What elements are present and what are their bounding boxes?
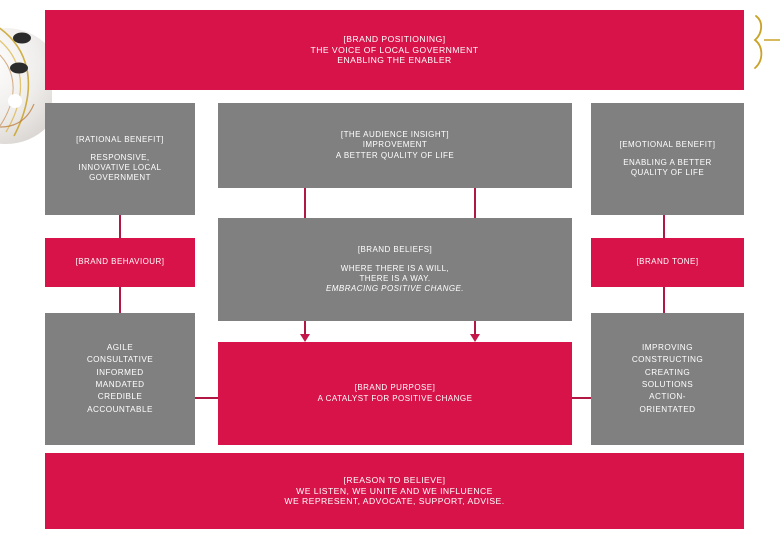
connector-behaviour-to-attributes [118,286,121,313]
audience-insight-line-1: IMPROVEMENT [362,140,428,150]
emotional-benefit-line-2: QUALITY OF LIFE [630,168,705,178]
rational-benefit-line-2: INNOVATIVE LOCAL [78,163,162,173]
tone-attribute-item: ACTION- [649,392,686,402]
audience-insight-label: [THE AUDIENCE INSIGHT] [340,130,450,140]
behaviour-attribute-item: CREDIBLE [97,392,143,402]
reason-to-believe-line-1: WE LISTEN, WE UNITE AND WE INFLUENCE [296,485,493,496]
node-behaviour-attributes[interactable]: AGILE CONSULTATIVE INFORMED MANDATED CRE… [45,313,195,445]
behaviour-attribute-item: AGILE [106,342,134,352]
rational-benefit-label: [RATIONAL BENEFIT] [76,134,164,144]
brand-beliefs-italic-line: EMBRACING POSITIVE CHANGE. [326,283,464,293]
emotional-benefit-line-1: ENABLING A BETTER [623,158,712,168]
brand-behaviour-label: [BRAND BEHAVIOUR] [75,257,165,267]
connector-insight-to-beliefs-left [304,166,307,218]
brand-purpose-label: [BRAND PURPOSE] [354,383,436,393]
connector-emotional-to-tone [663,213,666,238]
node-brand-behaviour[interactable]: [BRAND BEHAVIOUR] [45,238,195,287]
node-tone-attributes[interactable]: IMPROVING CONSTRUCTING CREATING SOLUTION… [591,313,744,445]
brand-purpose-line-1: A CATALYST FOR POSITIVE CHANGE [317,393,473,403]
tone-attribute-item: SOLUTIONS [641,380,694,389]
brand-tone-label: [BRAND TONE] [636,257,699,267]
brand-positioning-line-1: THE VOICE OF LOCAL GOVERNMENT [310,44,479,55]
tone-attribute-item: CONSTRUCTING [631,355,704,365]
behaviour-attribute-item: ACCOUNTABLE [87,404,153,414]
reason-to-believe-line-2: WE REPRESENT, ADVOCATE, SUPPORT, ADVISE. [284,496,505,507]
emotional-benefit-label: [EMOTIONAL BENEFIT] [619,139,716,149]
node-rational-benefit[interactable]: [RATIONAL BENEFIT] RESPONSIVE, INNOVATIV… [45,103,195,215]
brand-beliefs-line-1: WHERE THERE IS A WILL, [340,263,450,273]
behaviour-attribute-item: INFORMED [96,367,144,377]
connector-tone-to-attributes [663,286,666,313]
arrow-beliefs-to-purpose-right [469,334,480,342]
node-audience-insight[interactable]: [THE AUDIENCE INSIGHT] IMPROVEMENT A BET… [218,103,572,188]
node-brand-purpose[interactable]: [BRAND PURPOSE] A CATALYST FOR POSITIVE … [218,342,572,445]
node-emotional-benefit[interactable]: [EMOTIONAL BENEFIT] ENABLING A BETTER QU… [591,103,744,215]
connector-beliefs-to-purpose-left [304,320,307,339]
node-brand-beliefs[interactable]: [BRAND BELIEFS] WHERE THERE IS A WILL, T… [218,218,572,321]
tone-attribute-item: CREATING [644,367,691,377]
rational-benefit-line-1: RESPONSIVE, [90,153,150,163]
brand-beliefs-line-2: THERE IS A WAY. [359,273,431,283]
behaviour-attribute-item: CONSULTATIVE [86,355,154,365]
rational-benefit-line-3: GOVERNMENT [89,173,151,183]
connector-rational-to-behaviour [118,213,121,238]
node-brand-tone[interactable]: [BRAND TONE] [591,238,744,287]
tone-attribute-item: IMPROVING [642,342,693,352]
brand-positioning-label: [BRAND POSITIONING] [343,33,446,44]
arrow-beliefs-to-purpose-left [299,334,310,342]
node-reason-to-believe[interactable]: [REASON TO BELIEVE] WE LISTEN, WE UNITE … [45,453,744,529]
behaviour-attribute-item: MANDATED [95,380,145,389]
tone-attribute-item: ORIENTATED [639,404,696,414]
connector-insight-to-beliefs-right [474,166,477,218]
node-brand-positioning[interactable]: [BRAND POSITIONING] THE VOICE OF LOCAL G… [45,10,744,90]
brand-beliefs-label: [BRAND BELIEFS] [357,245,433,255]
connector-beliefs-to-purpose-right [474,320,477,339]
audience-insight-line-2: A BETTER QUALITY OF LIFE [335,150,455,160]
reason-to-believe-label: [REASON TO BELIEVE] [343,474,446,485]
brand-positioning-line-2: ENABLING THE ENABLER [337,55,452,66]
